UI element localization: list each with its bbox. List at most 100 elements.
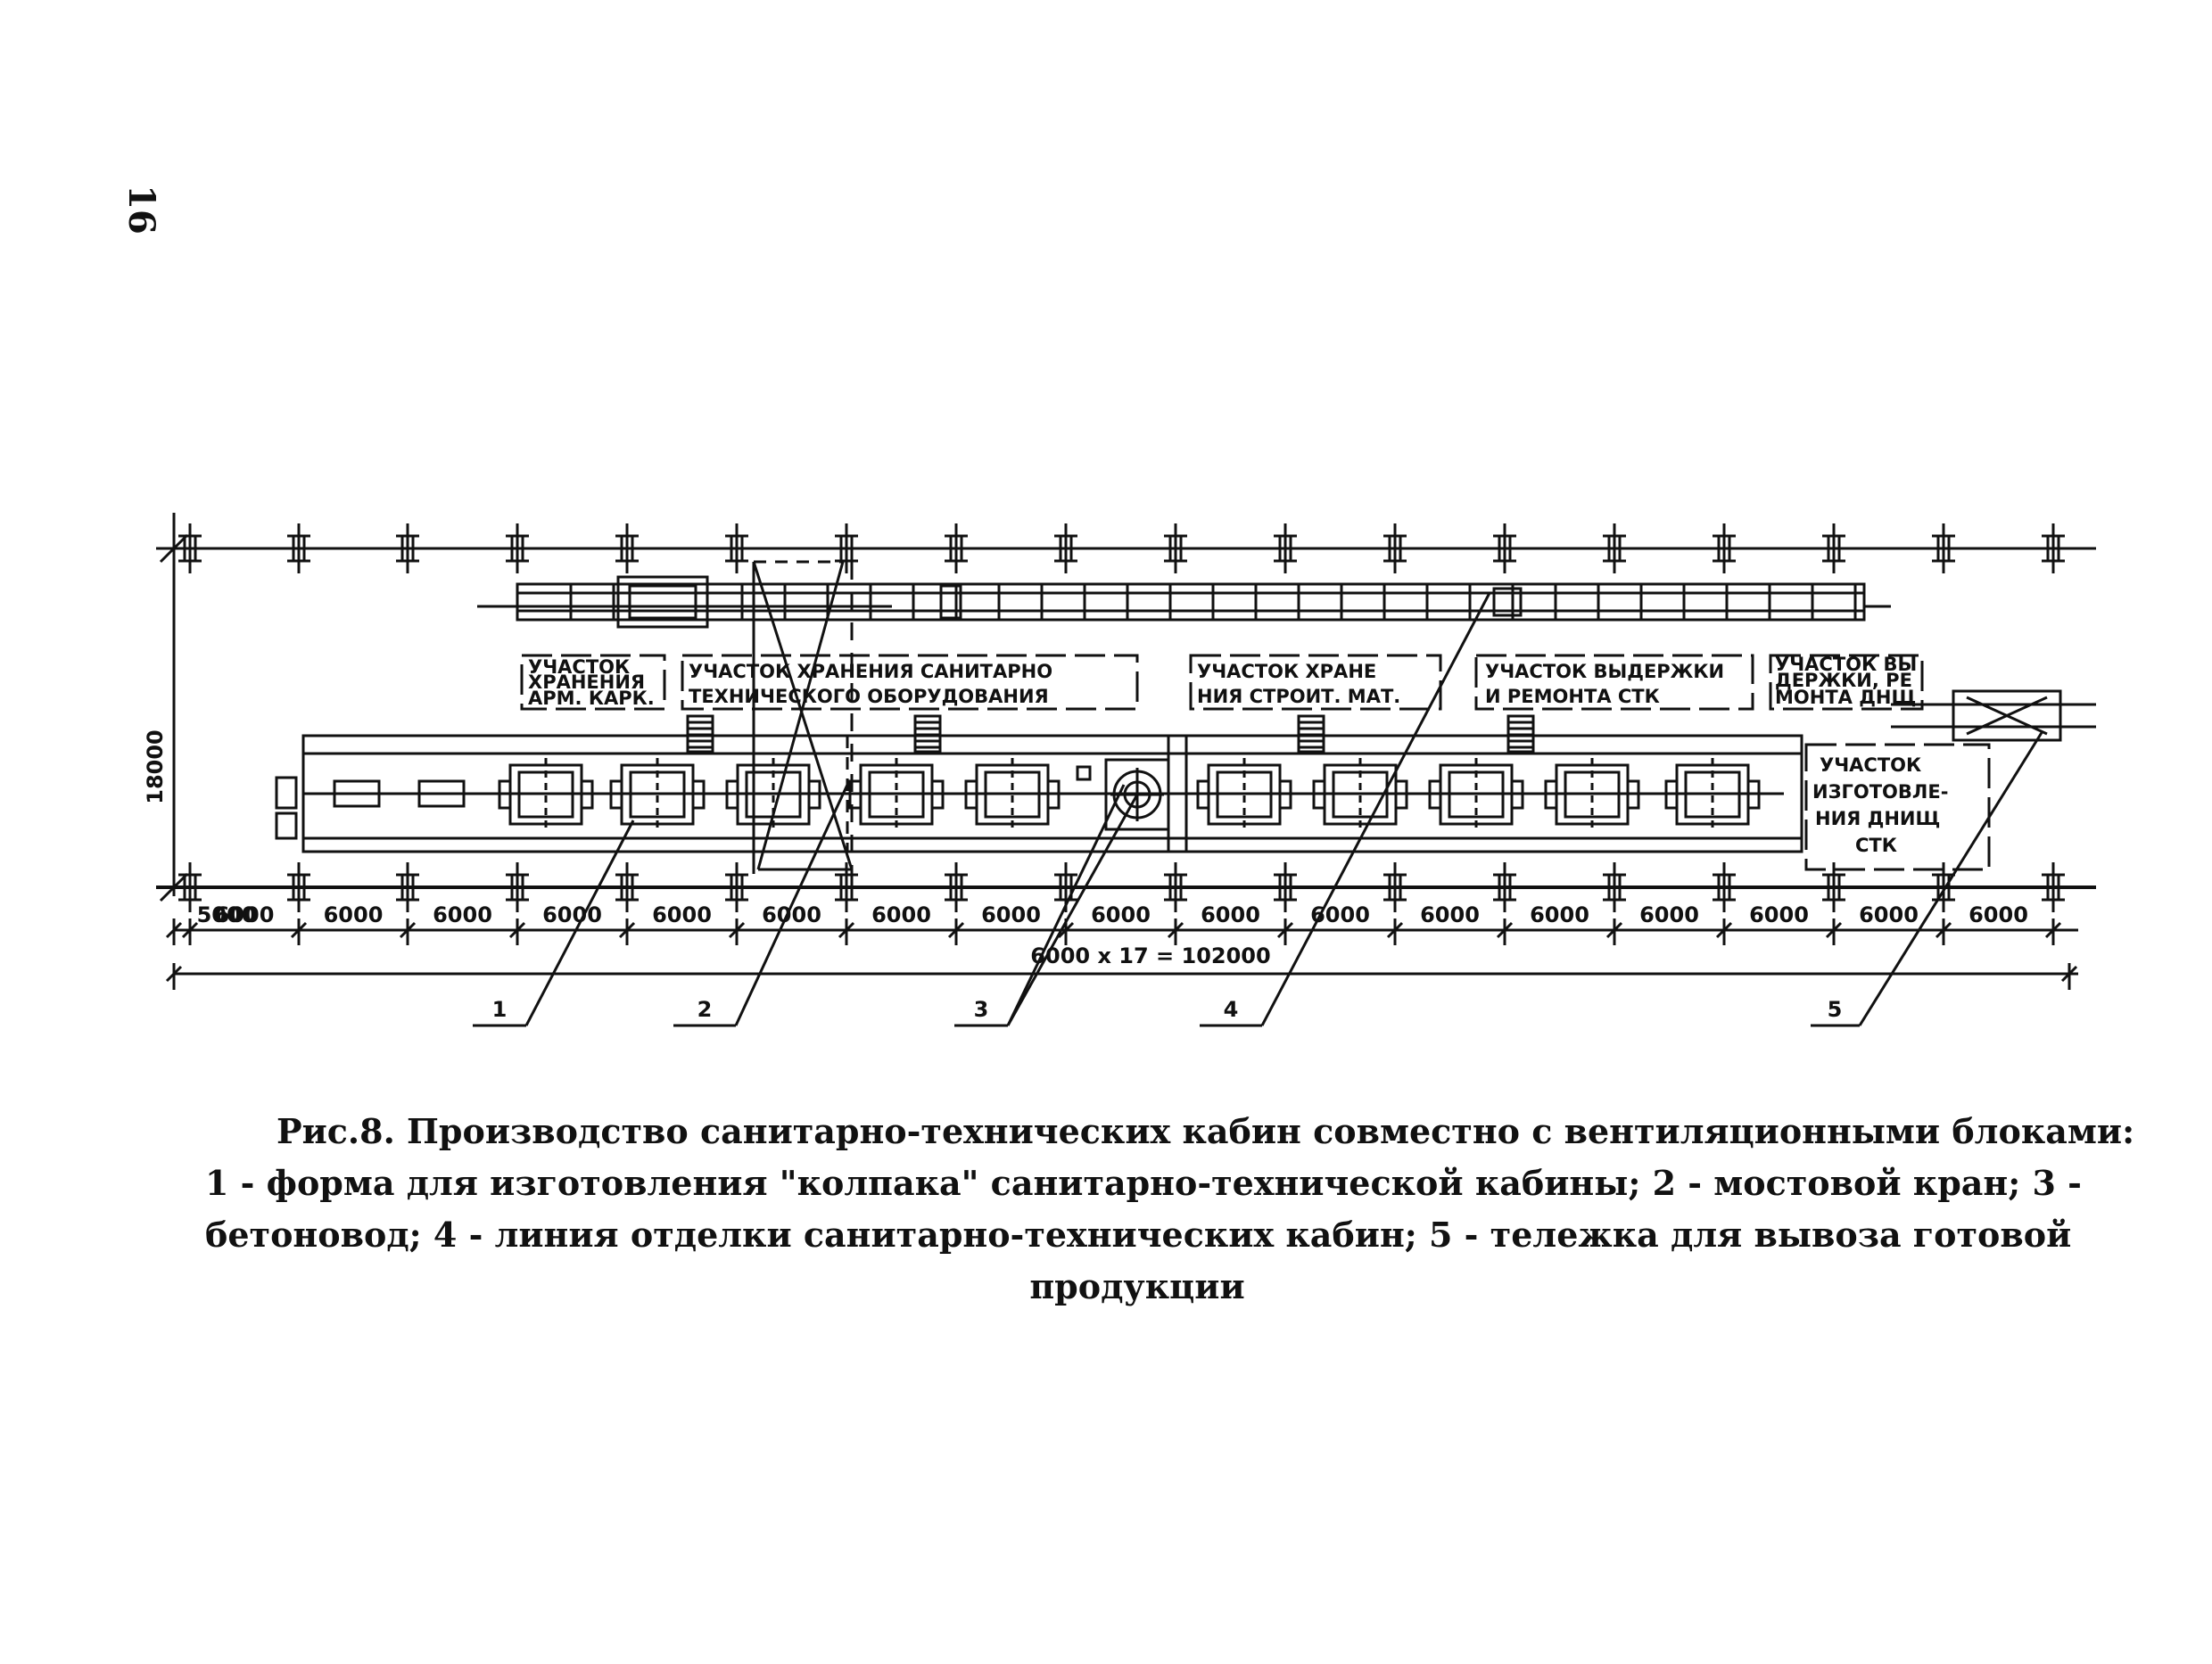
bay-dim-15: 6000 bbox=[1639, 902, 1699, 927]
dim-tick-slash bbox=[1825, 921, 1843, 939]
dim-tick-slash bbox=[1935, 921, 1952, 939]
dim-tick-slash bbox=[165, 965, 183, 983]
figure-caption: Рис.8. Производство санитарно-технически… bbox=[205, 1106, 2134, 1313]
top-column-5 bbox=[615, 523, 639, 573]
bay-dim-7: 6000 bbox=[762, 902, 821, 927]
callout-5: 5 bbox=[1828, 997, 1843, 1022]
zone-curing-repair bbox=[1474, 654, 1754, 711]
bay-dim-9: 6000 bbox=[981, 902, 1041, 927]
zone-curing-repair-label: УЧАСТОК ВЫДЕРЖКИ bbox=[1485, 661, 1724, 682]
zone-bottoms-production-label: УЧАСТОК bbox=[1820, 754, 1921, 776]
dim-tick-slash bbox=[2044, 921, 2062, 939]
crane-trolley bbox=[616, 575, 709, 629]
vent-stack-4 bbox=[1506, 714, 1535, 754]
bottom-column-18 bbox=[2042, 862, 2065, 912]
bottom-column-14 bbox=[1603, 862, 1626, 912]
bottom-column-2 bbox=[287, 862, 310, 912]
bay-dim-8: 6000 bbox=[871, 902, 931, 927]
svg-text:НИЯ ДНИЩ: НИЯ ДНИЩ bbox=[1815, 808, 1940, 829]
form-station-3 bbox=[725, 758, 821, 831]
top-column-9 bbox=[1054, 523, 1077, 573]
svg-text:ДЕРЖКИ, РЕ: ДЕРЖКИ, РЕ bbox=[1775, 670, 1912, 691]
bay-dim-13: 6000 bbox=[1420, 902, 1480, 927]
top-column-17 bbox=[1932, 523, 1955, 573]
dim-tick-slash bbox=[728, 921, 746, 939]
dim-tick-slash bbox=[1276, 921, 1294, 939]
zone-curing-repair-bottoms-label: УЧАСТОК ВЫ bbox=[1775, 654, 1917, 675]
dim-tick-slash bbox=[2060, 965, 2078, 983]
dim-tick-slash bbox=[508, 921, 526, 939]
top-column-4 bbox=[506, 523, 529, 573]
bottom-column-markers bbox=[178, 862, 2065, 912]
callout-2: 2 bbox=[697, 997, 713, 1022]
bay-dim-18: 6000 bbox=[1969, 902, 2028, 927]
caption-line-3: бетоновод; 4 - линия отделки санитарно-т… bbox=[205, 1215, 2072, 1255]
dim-tick-slash bbox=[1715, 921, 1733, 939]
bay-dim-11: 6000 bbox=[1201, 902, 1260, 927]
bottom-column-10 bbox=[1164, 862, 1187, 912]
zone-equipment-storage bbox=[681, 654, 1139, 711]
top-column-2 bbox=[287, 523, 310, 573]
zone-materials-storage bbox=[1189, 654, 1442, 711]
top-column-14 bbox=[1603, 523, 1626, 573]
top-column-11 bbox=[1274, 523, 1297, 573]
form-station-8 bbox=[1428, 758, 1524, 831]
dim-tick-slash bbox=[618, 921, 636, 939]
zone-boxes bbox=[520, 654, 1991, 871]
callout-1: 1 bbox=[492, 997, 508, 1022]
form-station-1 bbox=[498, 758, 594, 831]
svg-text:МОНТА ДНЩ: МОНТА ДНЩ bbox=[1775, 687, 1916, 708]
bottom-column-8 bbox=[945, 862, 968, 912]
dim-tick-slash bbox=[1386, 921, 1404, 939]
top-column-16 bbox=[1822, 523, 1845, 573]
form-station-5 bbox=[964, 758, 1061, 831]
dim-tick-slash bbox=[1496, 921, 1514, 939]
bottom-column-12 bbox=[1383, 862, 1407, 912]
top-column-6 bbox=[725, 523, 748, 573]
height-dim-label: 18000 bbox=[143, 729, 168, 804]
dim-tick-slash bbox=[1605, 921, 1623, 939]
bridge-crane bbox=[752, 560, 854, 874]
svg-text:ХРАНЕНИЯ: ХРАНЕНИЯ bbox=[528, 671, 645, 693]
zone-equipment-storage-label: УЧАСТОК ХРАНЕНИЯ САНИТАРНО bbox=[689, 661, 1052, 682]
zone-labels: УЧАСТОК ХРАНЕНИЯ АРМ. КАРК. УЧАСТОК ХРАН… bbox=[528, 654, 1948, 856]
bay-dim-2: 6000 bbox=[215, 902, 275, 927]
bottom-column-11 bbox=[1274, 862, 1297, 912]
bay-dim-12: 6000 bbox=[1310, 902, 1370, 927]
top-column-15 bbox=[1713, 523, 1736, 573]
callout-3: 3 bbox=[974, 997, 989, 1022]
vent-stack-3 bbox=[1297, 714, 1325, 754]
bottom-column-5 bbox=[615, 862, 639, 912]
production-line bbox=[275, 734, 1803, 853]
top-column-7 bbox=[835, 523, 858, 573]
bay-dim-14: 6000 bbox=[1530, 902, 1589, 927]
svg-text:ТЕХНИЧЕСКОГО ОБОРУДОВАНИЯ: ТЕХНИЧЕСКОГО ОБОРУДОВАНИЯ bbox=[689, 686, 1049, 707]
zone-arm-storage bbox=[520, 654, 666, 711]
svg-text:И РЕМОНТА СТК: И РЕМОНТА СТК bbox=[1485, 686, 1660, 707]
top-column-3 bbox=[396, 523, 419, 573]
caption-line-2: 1 - форма для изготовления "колпака" сан… bbox=[205, 1163, 2082, 1203]
bottom-column-16 bbox=[1822, 862, 1845, 912]
bottom-column-15 bbox=[1713, 862, 1736, 912]
dim-tick-slash bbox=[165, 921, 183, 939]
svg-text:НИЯ СТРОИТ. МАТ.: НИЯ СТРОИТ. МАТ. bbox=[1197, 686, 1400, 707]
form-station-7 bbox=[1312, 758, 1408, 831]
zone-materials-storage-label: УЧАСТОК ХРАНЕ bbox=[1197, 661, 1376, 682]
total-dim-label: 6000 x 17 = 102000 bbox=[1030, 943, 1270, 968]
bottom-column-6 bbox=[725, 862, 748, 912]
bay-dim-10: 6000 bbox=[1091, 902, 1151, 927]
caption-line-4: продукции bbox=[1029, 1266, 1245, 1306]
zone-bottoms-production bbox=[1804, 743, 1991, 871]
zone-curing-repair-bottoms bbox=[1769, 654, 1924, 711]
dimension-ticks bbox=[165, 918, 2078, 990]
form-station-6 bbox=[1196, 758, 1292, 831]
bay-dim-17: 6000 bbox=[1859, 902, 1919, 927]
bottom-column-13 bbox=[1493, 862, 1516, 912]
exit-cart bbox=[1891, 689, 2096, 742]
workshop-plan-diagram: УЧАСТОК ХРАНЕНИЯ АРМ. КАРК. УЧАСТОК ХРАН… bbox=[143, 513, 2096, 1027]
bay-dim-4: 6000 bbox=[433, 902, 492, 927]
top-column-10 bbox=[1164, 523, 1187, 573]
callout-leaders bbox=[473, 592, 2044, 1027]
bay-dim-6: 6000 bbox=[652, 902, 712, 927]
